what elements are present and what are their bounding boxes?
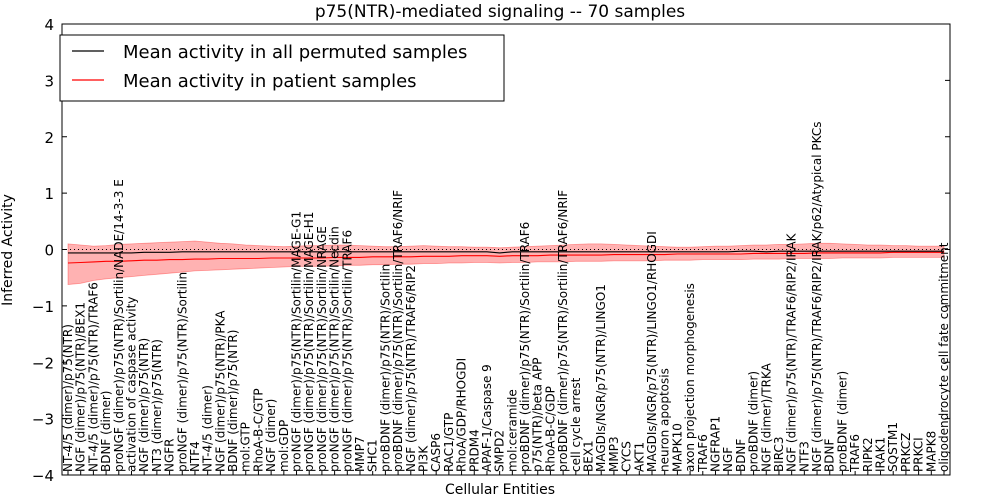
x-tick-label: proBDNF (dimer) <box>835 371 849 472</box>
x-tick-label: neuron apoptosis <box>658 368 672 472</box>
x-tick-label: proBDNF (dimer) <box>747 371 761 472</box>
x-tick-label: IRAK1 <box>874 437 888 472</box>
x-tick-label: RhoA-B-C/GDP <box>543 386 557 472</box>
x-tick-label: BDNF (dimer)/p75(NTR) <box>226 330 240 472</box>
x-tick-label: proNGF (dimer)/p75(NTR)/Sortilin/Necdin <box>328 226 342 472</box>
x-tick-label: SHC1 <box>366 439 380 472</box>
x-tick-label: NGF (dimer)/p75(NTR)/BEX1 <box>74 302 88 472</box>
y-tick-label: 2 <box>44 129 54 147</box>
x-tick-label: axon projection morphogenesis <box>683 283 697 472</box>
x-tick-label: BIRC3 <box>772 437 786 473</box>
x-tick-label: MMP3 <box>607 436 621 472</box>
x-tick-label: p75(NTR)/beta APP <box>531 357 545 472</box>
x-tick-label: NT-4/5 (dimer)/p75(NTR) <box>61 324 75 472</box>
x-tick-label: CYCS <box>620 441 634 472</box>
x-tick-label: BDNF (dimer) <box>99 391 113 473</box>
x-tick-label: APAF-1/Caspase 9 <box>480 364 494 472</box>
x-tick-label: NGF (dimer)/p75(NTR)/TRAF6/RIP2/IRAK <box>785 232 799 472</box>
x-tick-label: proBDNF (dimer)/p75(NTR)/Sortilin <box>378 264 392 472</box>
series-layer <box>67 250 944 264</box>
x-tick-label: NGF (dimer)/p75(NTR)/TRAF6/RIP2 <box>404 265 418 472</box>
x-axis-tick-labels: NT-4/5 (dimer)/p75(NTR)NGF (dimer)/p75(N… <box>61 122 951 475</box>
legend-box <box>59 34 505 102</box>
x-tick-label: NGFRAP1 <box>709 416 723 472</box>
y-axis-ticks: −4 −3 −2 −1 0 1 2 3 4 <box>32 16 950 485</box>
x-tick-label: BDNF <box>823 439 837 472</box>
y-axis-label: Inferred Activity <box>0 194 16 306</box>
x-tick-label: PI3K <box>417 445 431 472</box>
x-tick-label: RhoA-B-C/GTP <box>251 388 265 472</box>
x-tick-label: NT-4/5 (dimer) <box>201 385 215 472</box>
x-tick-label: NTF3 <box>797 441 811 472</box>
series-line-1 <box>67 251 944 264</box>
x-tick-label: proNGF (dimer)/p75(NTR)/Sortilin/NADE/14… <box>112 179 126 472</box>
x-tick-label: PRKCZ <box>899 433 913 472</box>
x-tick-label: NGF <box>721 447 735 472</box>
x-tick-label: MAPK10 <box>670 423 684 472</box>
x-tick-label: RAC1/GTP <box>442 413 456 472</box>
x-tick-label: proBDNF (dimer)/p75(NTR)/Sortilin/TRAF6 <box>518 222 532 472</box>
y-tick-label: 1 <box>44 185 54 203</box>
x-tick-label: proNGF (dimer)/p75(NTR)/Sortilin <box>175 272 189 472</box>
legend: Mean activity in all permuted samples Me… <box>59 34 505 102</box>
x-tick-label: BDNF <box>734 439 748 472</box>
x-tick-label: NGFR <box>163 439 177 473</box>
y-tick-label: 4 <box>44 16 54 34</box>
y-tick-label: −3 <box>32 411 54 429</box>
x-tick-label: NGF (dimer) <box>264 399 278 472</box>
x-tick-label: cell cycle arrest <box>569 377 583 472</box>
y-tick-label: −1 <box>32 298 54 316</box>
legend-label-patient: Mean activity in patient samples <box>123 71 417 92</box>
x-tick-label: proNGF (dimer)/p75(NTR)/Sortilin/MAGE-H1 <box>302 212 316 472</box>
x-tick-label: NGF (dimer)/TRKA <box>759 362 773 472</box>
x-tick-label: proNGF (dimer)/p75(NTR)/Sortilin/NRAGE <box>315 226 329 472</box>
x-tick-label: RhoA/GDP/RHOGDI <box>455 358 469 472</box>
x-tick-label: mol:GDP <box>277 420 291 472</box>
x-tick-label: TRAF6 <box>848 434 862 473</box>
x-axis-label: Cellular Entities <box>445 482 555 498</box>
x-tick-label: MAGDIs/NGR/p75(NTR)/LINGO1/RHOGDI <box>645 231 659 472</box>
chart-title: p75(NTR)-mediated signaling -- 70 sample… <box>315 2 685 22</box>
x-tick-label: SQSTM1 <box>886 422 900 472</box>
x-tick-label: TRAF6 <box>696 434 710 473</box>
x-tick-label: MAGDIs/NGR/p75(NTR)/LINGO1 <box>594 284 608 472</box>
x-tick-label: SMPD2 <box>493 430 507 472</box>
x-tick-label: activation of caspase activity <box>125 297 139 472</box>
x-tick-label: NTF4 <box>188 441 202 472</box>
x-tick-label: proBDNF (dimer)/p75(NTR)/Sortilin/TRAF6/… <box>556 190 570 472</box>
x-tick-label: PRDM4 <box>467 429 481 472</box>
y-tick-label: −4 <box>32 467 54 485</box>
x-tick-label: proNGF (dimer)/p75(NTR)/Sortilin/TRAF6 <box>340 230 354 472</box>
x-tick-label: BEX1 <box>582 440 596 472</box>
x-tick-label: AKT1 <box>632 442 646 472</box>
legend-label-permuted: Mean activity in all permuted samples <box>123 42 467 63</box>
x-tick-label: NGF (dimer)/p75(NTR) <box>137 338 151 472</box>
series-line-0 <box>68 250 944 254</box>
x-tick-label: proNGF (dimer)/p75(NTR)/Sortilin/MAGE-G1 <box>290 211 304 472</box>
x-tick-label: NT-4/5 (dimer)/p75(NTR)/TRAF6 <box>86 282 100 472</box>
y-tick-label: 3 <box>44 72 54 90</box>
x-tick-label: NT3 (dimer)/p75(NTR) <box>150 339 164 472</box>
x-tick-label: MMP7 <box>353 436 367 472</box>
x-tick-label: mol:ceramide <box>505 389 519 472</box>
x-tick-label: oligodendrocyte cell fate commitment <box>937 242 951 472</box>
x-tick-label: RIPK2 <box>861 437 875 472</box>
x-tick-label: CASP6 <box>429 433 443 472</box>
x-tick-label: NGF (dimer)/p75(NTR)/TRAF6/RIP2/IRAK/p62… <box>810 122 824 472</box>
y-tick-label: −2 <box>32 354 54 372</box>
x-tick-label: PRKCI <box>912 437 926 472</box>
x-tick-label: NGF (dimer)/p75(NTR)/PKA <box>213 310 227 472</box>
y-tick-label: 0 <box>44 242 54 260</box>
x-tick-label: proBDNF (dimer)/p75(NTR)/Sortilin/TRAF6/… <box>391 190 405 472</box>
x-tick-label: mol:GTP <box>239 422 253 472</box>
x-tick-label: MAPK8 <box>924 431 938 472</box>
